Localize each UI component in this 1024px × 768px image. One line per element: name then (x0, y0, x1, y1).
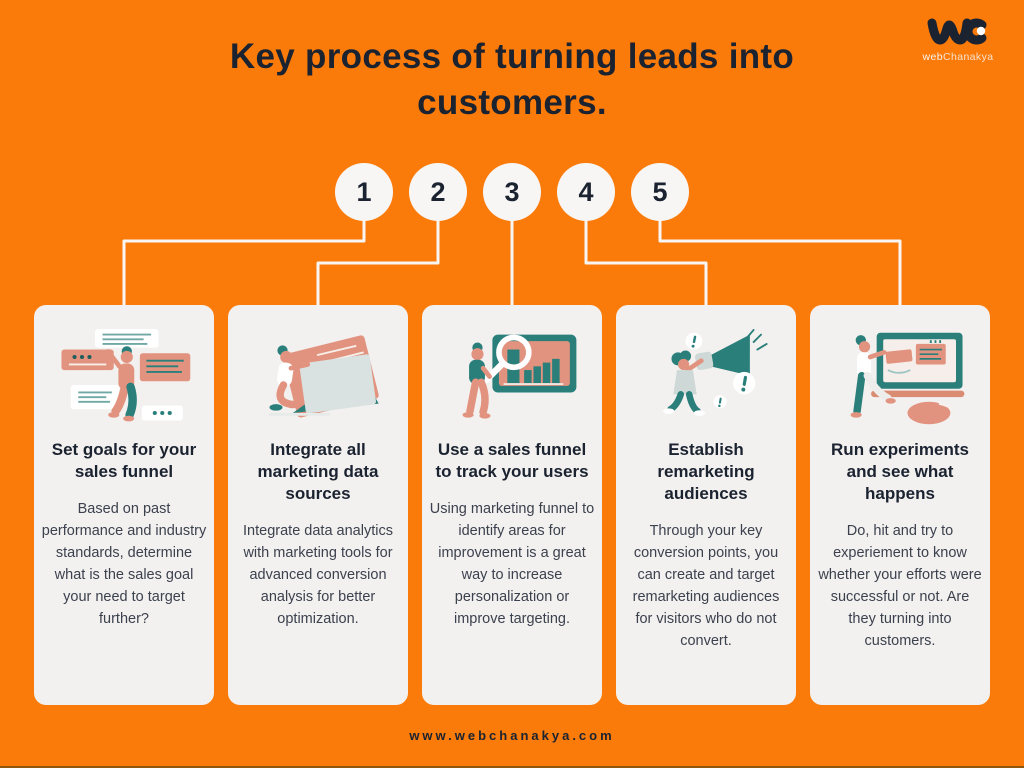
step-circle-1: 1 (335, 163, 393, 221)
footer: www.webchanakya.com (0, 727, 1024, 745)
step-heading-3: Use a sales funnel to track your users (435, 440, 589, 481)
person-holding-chat-boxes-illustration (61, 329, 191, 422)
person-at-whiteboard-illustration (850, 332, 965, 425)
step-heading-1: Set goals for your sales funnel (51, 440, 197, 481)
page-title: Key process of turning leads into custome… (0, 34, 1024, 126)
step-card-2: Integrate all marketing data sources Int… (228, 305, 408, 705)
step-heading-2: Integrate all marketing data sources (257, 440, 379, 503)
logo-text-web: web (922, 51, 943, 63)
website-link[interactable]: www.webchanakya.com (409, 728, 615, 743)
step-number-2: 2 (430, 176, 446, 207)
step-circle-3: 3 (483, 163, 541, 221)
step-number-1: 1 (356, 176, 372, 207)
step-body-3: Using marketing funnel to identify areas… (429, 501, 595, 627)
logo-dot (976, 26, 986, 36)
step-body-2: Integrate data analytics with marketing … (243, 523, 393, 627)
webchanakya-logo: webChanakya (912, 14, 1004, 63)
person-with-megaphone-illustration (663, 329, 768, 416)
title-line-2: customers. (417, 83, 607, 122)
logo-text: webChanakya (912, 51, 1004, 63)
step-body-5: Do, hit and try to experiement to know w… (818, 523, 982, 649)
step-circle-4: 4 (557, 163, 615, 221)
person-opening-envelope-illustration (268, 335, 379, 418)
logo-text-chanakya: Chanakya (942, 51, 994, 63)
step-body-1: Based on past performance and industry s… (41, 501, 207, 627)
step-card-1: Set goals for your sales funnel Based on… (34, 305, 214, 705)
step-body-4: Through your key conversion points, you … (632, 523, 780, 649)
bottom-edge-line (0, 766, 1024, 768)
connector-5 (658, 192, 902, 306)
step-card-3: Use a sales funnel to track your users U… (422, 305, 602, 705)
step-number-4: 4 (578, 176, 594, 207)
step-heading-4: Establish remarketing audiences (657, 440, 755, 503)
step-card-5: Run experiments and see what happens Do,… (810, 305, 990, 705)
step-card-4: Establish remarketing audiences Through … (616, 305, 796, 705)
step-heading-5: Run experiments and see what happens (831, 440, 969, 503)
step-number-3: 3 (504, 176, 520, 207)
step-number-5: 5 (652, 176, 668, 207)
person-magnifier-bar-chart-illustration (462, 334, 577, 419)
step-circle-2: 2 (409, 163, 467, 221)
wc-squiggle-icon (927, 18, 987, 45)
step-circle-5: 5 (631, 163, 689, 221)
title-line-1: Key process of turning leads into (229, 37, 795, 76)
connector-1 (122, 192, 366, 306)
